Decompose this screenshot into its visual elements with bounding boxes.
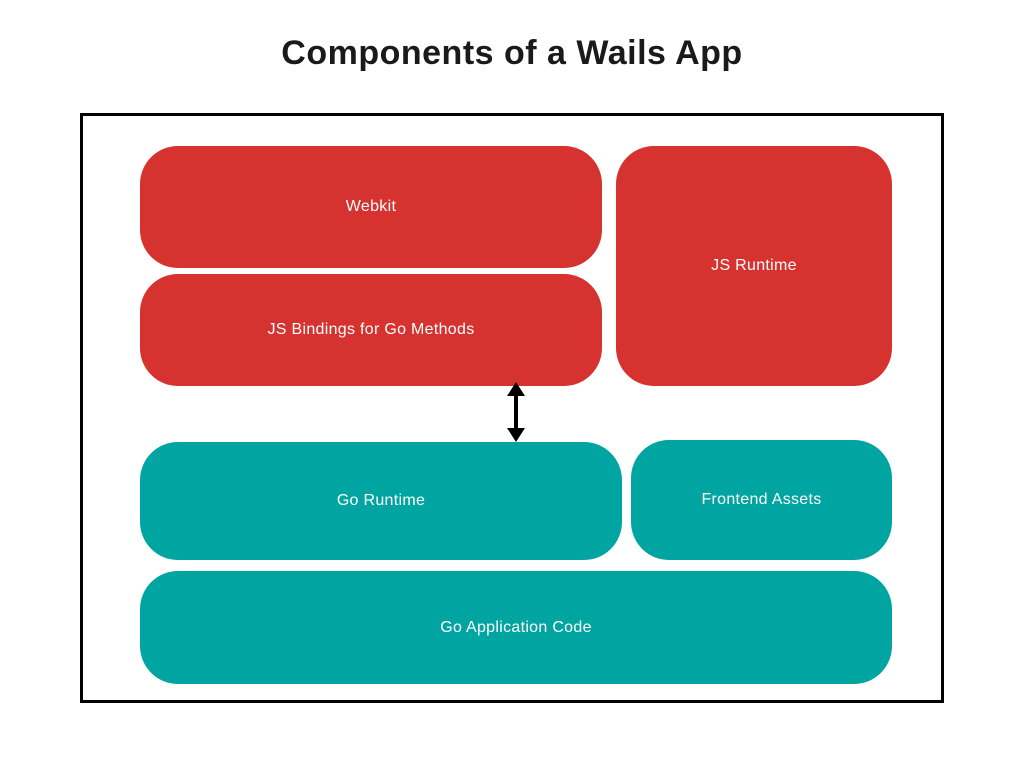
box-go-runtime: Go Runtime: [140, 442, 622, 560]
box-js-bindings-label: JS Bindings for Go Methods: [267, 321, 475, 338]
box-go-application-code-label: Go Application Code: [440, 618, 592, 636]
box-frontend-assets-label: Frontend Assets: [701, 491, 822, 508]
page-title: Components of a Wails App: [281, 34, 743, 72]
box-webkit-label: Webkit: [345, 198, 397, 215]
box-js-runtime: JS Runtime: [616, 146, 892, 386]
diagram-frame: Webkit JS Bindings for Go Methods JS Run…: [80, 113, 944, 703]
box-js-bindings: JS Bindings for Go Methods: [140, 274, 602, 386]
box-webkit: Webkit: [140, 146, 602, 268]
box-js-runtime-label: JS Runtime: [711, 257, 797, 274]
box-go-application-code: Go Application Code: [140, 571, 892, 684]
bidirectional-arrow-icon: [503, 382, 529, 442]
box-go-runtime-label: Go Runtime: [336, 492, 426, 509]
box-frontend-assets: Frontend Assets: [631, 440, 892, 560]
